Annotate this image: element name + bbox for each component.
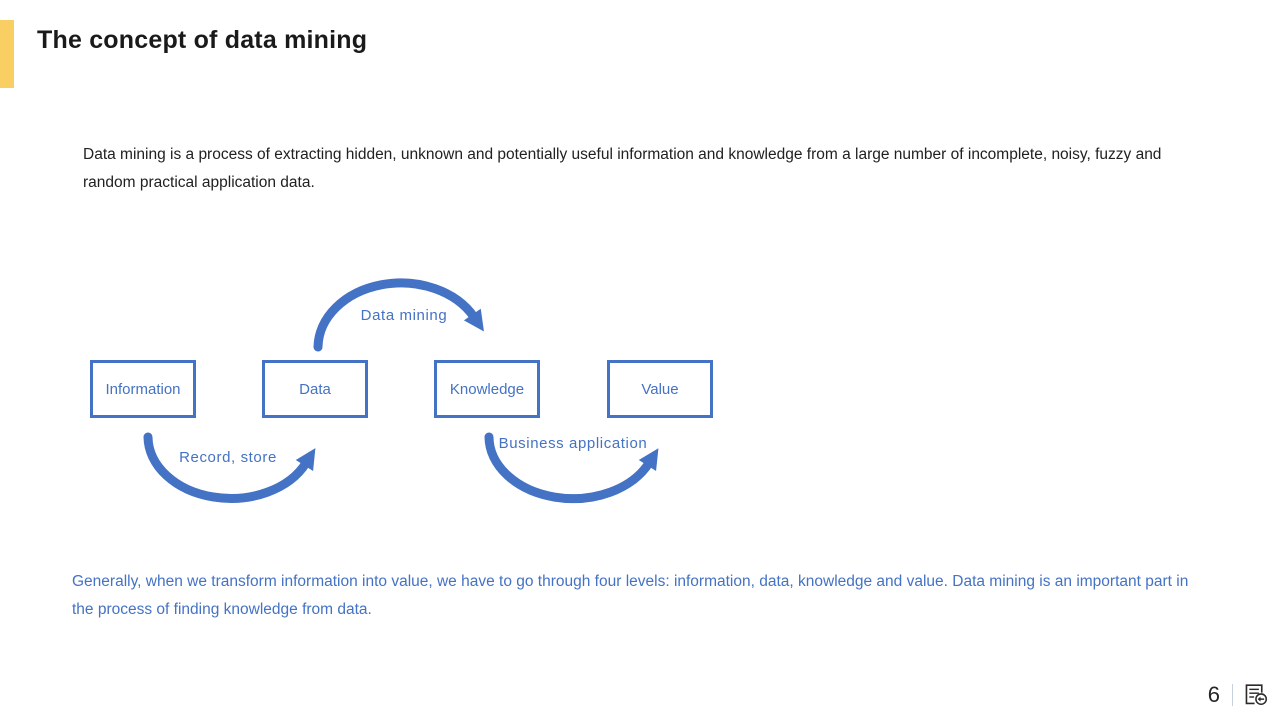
level-box-label: Value [641, 380, 679, 398]
page-title: The concept of data mining [37, 26, 368, 54]
level-box-label: Information [105, 380, 181, 398]
footer-divider [1232, 684, 1233, 706]
intro-paragraph: Data mining is a process of extracting h… [83, 146, 1162, 191]
footer: 6 [1208, 682, 1268, 708]
level-box-data: Data [262, 360, 368, 418]
arrow-label-data-mining: Data mining [360, 307, 448, 324]
arc-arrow-data-mining [313, 278, 484, 352]
flow-diagram: Information Data Knowledge Value Data mi… [60, 260, 760, 520]
level-box-knowledge: Knowledge [434, 360, 540, 418]
title-accent-bar [0, 20, 14, 88]
level-box-label: Data [299, 380, 331, 398]
arc-arrow-record-store [143, 432, 316, 503]
level-box-information: Information [90, 360, 196, 418]
arrow-label-business-application: Business application [498, 435, 648, 452]
arrow-arcs [143, 278, 659, 504]
page-number: 6 [1207, 682, 1220, 707]
level-box-label: Knowledge [449, 380, 525, 398]
arc-arrow-business-application [484, 432, 659, 504]
level-box-value: Value [607, 360, 713, 418]
summary-paragraph: Generally, when we transform information… [72, 573, 1189, 618]
slide-with-return-arrow-icon[interactable] [1245, 684, 1268, 706]
arrow-label-record-store: Record, store [179, 449, 277, 466]
